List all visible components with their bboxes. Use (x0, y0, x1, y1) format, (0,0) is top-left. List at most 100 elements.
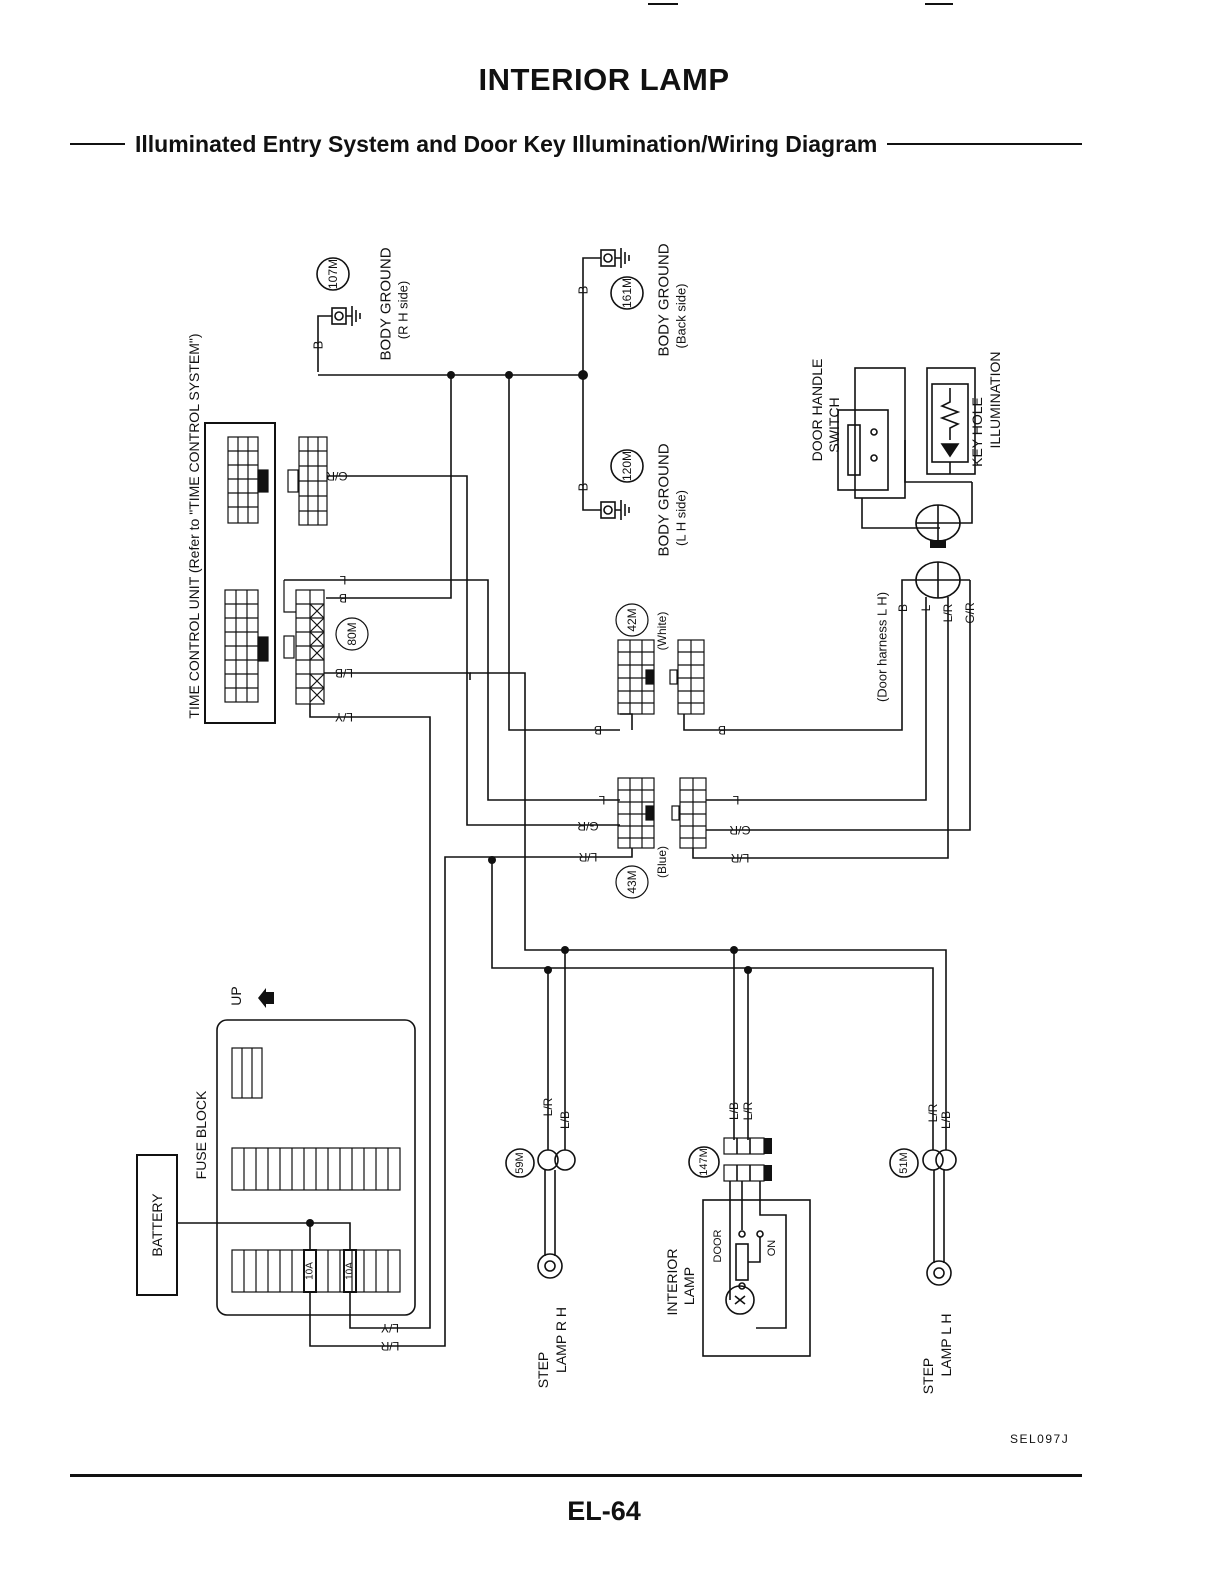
connector-80m-label: 80M (345, 622, 359, 645)
wire-label: L (919, 604, 933, 611)
wire-label: G/R (326, 469, 348, 483)
wire-label: B (576, 286, 591, 295)
wire-label: L/R (926, 1103, 940, 1122)
harness-connector-gr: G/R (287, 436, 620, 826)
subtitle-row: Illuminated Entry System and Door Key Il… (70, 128, 1082, 160)
step-lh-sub: LAMP L H (938, 1313, 954, 1376)
wire-label: L/R (741, 1101, 755, 1120)
key-hole-label: KEY HOLE (969, 397, 985, 467)
page-number: EL-64 (567, 1496, 641, 1526)
connector-107m-badge (316, 257, 350, 291)
ground-rh-sub: (R H side) (396, 281, 411, 340)
ground-107m: 107M B BODY GROUND (R H side) (311, 247, 411, 372)
ground-rh-label: BODY GROUND (378, 247, 395, 360)
step-lamp-lh: L/R L/B 51M STEP LAMP L H (889, 1103, 957, 1395)
on-position-label: ON (766, 1240, 778, 1257)
diagram-code: SEL097J (1010, 1432, 1070, 1446)
step-lh-label: STEP (920, 1358, 936, 1395)
tcu-connector-upper (227, 436, 269, 524)
door-handle-label: DOOR HANDLE (809, 359, 825, 462)
interior-lamp: L/B L/R 147M DOOR ON INTERIOR LAMP (664, 950, 811, 1357)
connector-80m: 80M (283, 580, 369, 705)
wire-label: B (311, 341, 326, 350)
tcu-connector-lower (224, 589, 269, 703)
connector-120m-label: 120M (620, 451, 634, 481)
wire-label: B (718, 723, 726, 737)
wire-label: B (896, 604, 910, 612)
subtitle-rule-left (70, 143, 125, 145)
door-harness-label: (Door harness L H) (875, 592, 890, 702)
wire-label: L/R (541, 1097, 555, 1116)
footer-rule (70, 1474, 1082, 1477)
up-arrow: UP (228, 986, 274, 1008)
ground-lh-label: BODY GROUND (656, 443, 673, 556)
up-arrow-icon (258, 988, 274, 1008)
interior-lamp-label: INTERIOR (664, 1249, 680, 1316)
tcu-label: TIME CONTROL UNIT (Refer to "TIME CONTRO… (186, 333, 202, 718)
connector-42m: 42M (White) B B (594, 597, 903, 737)
ground-bus (318, 370, 620, 731)
key-hole-sub: ILLUMINATION (987, 352, 1003, 449)
ground-161m: 161M B BODY GROUND (Back side) (576, 243, 689, 375)
battery: BATTERY (136, 1154, 351, 1296)
connector-43m: 43M (Blue) L G/R L/R L G/R L/R (577, 580, 971, 899)
wire-label: L/B (335, 666, 353, 680)
fuse-block: FUSE BLOCK 10A 10A L/Y L/R (193, 1019, 416, 1353)
ground-back-label: BODY GROUND (656, 243, 673, 356)
up-label: UP (228, 986, 244, 1005)
lr-feed (380, 856, 934, 1347)
connector-161m-badge (610, 276, 644, 310)
connector-147m-label: 147M (698, 1148, 710, 1176)
white-label: (White) (655, 612, 669, 651)
connector-42m-label: 42M (625, 608, 639, 631)
wire-label: L/R (730, 851, 749, 865)
wire-label: G/R (963, 602, 977, 624)
wire-label: L (339, 573, 346, 587)
ground-lh-sub: (L H side) (674, 490, 689, 546)
wire-label: L/Y (335, 710, 353, 724)
wire-label: L/R (941, 603, 955, 622)
page-title: INTERIOR LAMP (478, 62, 730, 97)
wire-label: B (339, 591, 347, 605)
door-harness-connector: B L L/R G/R (Door harness L H) (875, 482, 977, 702)
wire-label: L/B (558, 1111, 572, 1129)
connector-120m-badge (610, 449, 644, 483)
fuse-block-label: FUSE BLOCK (193, 1090, 209, 1179)
wire-label: L (598, 793, 605, 807)
step-lamp-rh: L/R L/B 59M STEP LAMP R H (505, 950, 576, 1389)
fuse-row-middle (231, 1147, 401, 1191)
time-control-unit: TIME CONTROL UNIT (Refer to "TIME CONTRO… (186, 333, 276, 724)
door-position-label: DOOR (712, 1229, 724, 1262)
fuse-10a-left: 10A (305, 1262, 316, 1280)
door-handle-sub: SWITCH (826, 397, 842, 452)
wire-label: L/B (939, 1111, 953, 1129)
wire-label: L (732, 793, 739, 807)
connector-161m-label: 161M (620, 278, 634, 308)
wire-label: B (576, 483, 591, 492)
fuse-10a-right: 10A (345, 1262, 356, 1280)
wire-label: G/R (577, 819, 599, 833)
fuse-row-top (231, 1047, 263, 1099)
wire-label: G/R (729, 823, 751, 837)
wire-label: L/Y (381, 1321, 399, 1335)
blue-label: (Blue) (655, 846, 669, 878)
tcu-wires: L B L/B L/Y (284, 573, 620, 1329)
subtitle-rule-right (887, 143, 1082, 145)
step-rh-label: STEP (535, 1352, 551, 1389)
connector-107m-label: 107M (326, 259, 340, 289)
battery-label: BATTERY (149, 1193, 165, 1257)
connector-43m-label: 43M (625, 870, 639, 893)
ground-back-sub: (Back side) (674, 283, 689, 348)
key-hole-illumination: KEY HOLE ILLUMINATION (926, 352, 1003, 475)
door-handle-switch: DOOR HANDLE SWITCH (809, 359, 972, 529)
ground-120m: 120M B BODY GROUND (L H side) (576, 375, 689, 557)
wire-label: B (594, 723, 602, 737)
connector-51m-label: 51M (898, 1152, 910, 1173)
wire-label: L/R (380, 1339, 399, 1353)
connector-59m-label: 59M (514, 1152, 526, 1173)
wire-label: L/B (727, 1102, 741, 1120)
page-subtitle: Illuminated Entry System and Door Key Il… (135, 130, 878, 157)
interior-lamp-sub: LAMP (681, 1267, 697, 1305)
step-rh-sub: LAMP R H (553, 1307, 569, 1373)
